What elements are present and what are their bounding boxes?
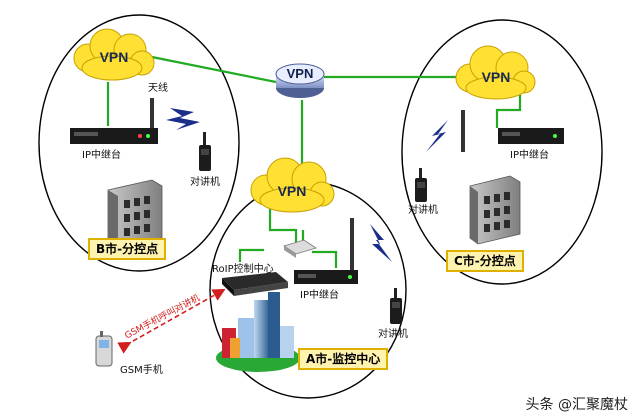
a-lightning-icon	[370, 224, 392, 262]
c-site-label: C市-分控点	[446, 250, 524, 273]
roip-label: RoIP控制中心	[212, 264, 274, 275]
gsm-call-arrow	[117, 288, 226, 354]
a-relay-label: IP中继台	[300, 290, 339, 301]
b-site-circle	[38, 14, 240, 272]
vpn-cloud-c-label: VPN	[481, 69, 511, 85]
b-lightning-icon	[166, 108, 200, 130]
c-relay-device	[498, 128, 564, 144]
a-site-label: A市-监控中心	[298, 348, 389, 371]
vpn-hub	[275, 63, 325, 98]
c-site-circle	[401, 19, 603, 285]
a-relay-device	[294, 270, 358, 284]
vpn-links	[106, 54, 522, 268]
c-antenna-icon	[461, 110, 465, 152]
c-lightning-icon	[426, 120, 448, 152]
a-radio-icon	[390, 288, 402, 324]
gsm-phone-icon	[95, 331, 113, 367]
vpn-hub-label: VPN	[286, 66, 314, 81]
c-radio-icon	[415, 168, 427, 202]
roip-device	[222, 272, 288, 296]
vpn-cloud-b	[73, 28, 155, 81]
a-antenna-icon	[350, 218, 354, 270]
b-site-label: B市-分控点	[88, 238, 167, 261]
b-relay-label: IP中继台	[82, 150, 121, 161]
b-relay-device	[70, 128, 158, 144]
vpn-cloud-b-label: VPN	[99, 49, 129, 65]
b-radio-icon	[199, 132, 211, 171]
b-building-icon	[107, 179, 163, 249]
c-relay-label: IP中继台	[510, 150, 549, 161]
a-city-icon	[216, 292, 300, 372]
c-radio-label: 对讲机	[408, 205, 438, 216]
vpn-cloud-c	[455, 45, 536, 100]
gsm-phone-label: GSM手机	[120, 365, 163, 376]
b-radio-label: 对讲机	[190, 177, 220, 188]
a-radio-label: 对讲机	[378, 329, 408, 340]
c-building-icon	[469, 175, 521, 245]
a-switch-icon	[283, 239, 317, 258]
b-antenna-label: 天线	[148, 83, 168, 94]
vpn-cloud-a	[250, 157, 335, 213]
vpn-cloud-a-label: VPN	[277, 183, 307, 199]
watermark: 头条 @汇聚魔杖	[525, 397, 628, 413]
